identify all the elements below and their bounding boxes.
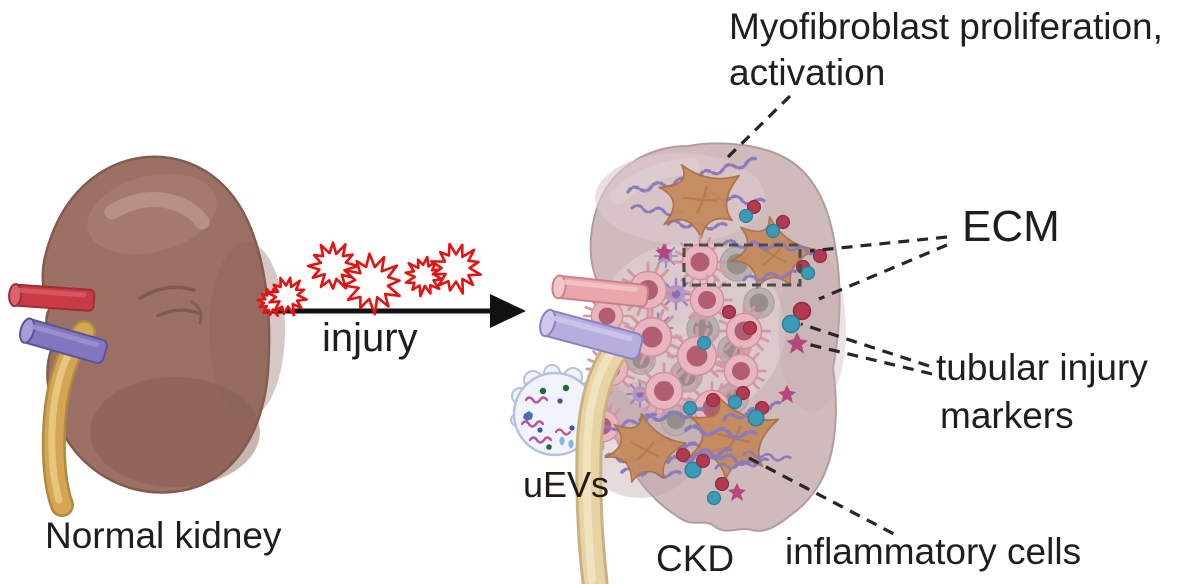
marker-dot-teal-icon [738, 208, 754, 224]
label-normal-kidney: Normal kidney [45, 515, 282, 556]
marker-dot-red-icon [675, 447, 691, 463]
kidney-crease-3 [190, 300, 203, 325]
label-ckd: CKD [656, 538, 735, 579]
uev-cargo-dot [569, 425, 575, 431]
uev-cargo-dot [537, 427, 543, 433]
ckd-renal-artery-icon [551, 274, 650, 308]
marker-dot-red-icon [742, 320, 758, 336]
uev-rna-squiggle [554, 428, 572, 436]
connector-myofibroblast [725, 94, 792, 160]
inflammatory-cell-icon [635, 362, 693, 420]
marker-dot-teal-icon [727, 394, 743, 410]
connector-ecm-1 [809, 235, 948, 253]
renal-artery-icon [8, 283, 96, 312]
kidney-crease-1 [138, 285, 196, 300]
ckd-mottle-dark-right [778, 248, 846, 412]
kidney-shade-right [209, 242, 285, 418]
marker-dot-red-icon [714, 476, 730, 492]
ckd-ureter-icon [575, 334, 632, 584]
label-myofibroblast-line1: Myofibroblast proliferation, [729, 6, 1163, 47]
label-ecm: ECM [962, 202, 1060, 251]
ckd-kidney-illustration [510, 142, 846, 584]
ckd-renal-vein-icon [539, 308, 644, 360]
marker-dot-teal-icon [706, 490, 722, 506]
label-myofibroblast: Myofibroblast proliferation, activation [729, 4, 1163, 97]
uev-cargo-dot [562, 384, 570, 392]
kidney-shade [90, 377, 260, 487]
label-injury: injury [322, 316, 418, 360]
marker-dot-red-icon [721, 304, 737, 320]
marker-dot-teal-icon [781, 314, 801, 334]
renal-vein-icon [19, 317, 108, 365]
connector-ecm-2 [818, 243, 948, 301]
uev-rna-squiggle [528, 436, 553, 444]
label-tubular-line2: markers [940, 395, 1074, 437]
connector-tubular-1 [800, 322, 930, 368]
marker-dot-teal-icon [747, 409, 765, 427]
dashed-connectors [725, 94, 948, 536]
kidney-highlight [104, 192, 210, 230]
roi-dashed-box [682, 243, 802, 287]
uev-cargo-dot [539, 387, 547, 395]
uev-protein-blob [523, 411, 533, 421]
normal-kidney-illustration [8, 155, 285, 517]
uev-cargo-dot [546, 444, 552, 450]
injury-transition [255, 237, 526, 328]
kidney-highlight-zone [87, 173, 217, 255]
label-uevs: uEVs [523, 464, 610, 505]
marker-dot-teal-icon [765, 223, 781, 239]
marker-dot-teal-icon [682, 400, 698, 416]
label-tubular-line1: tubular injury [936, 347, 1148, 388]
uev-cargo-dot [557, 398, 563, 404]
uev-droplet [568, 439, 574, 449]
uev-rna-squiggle [520, 420, 545, 428]
marker-dot-teal-icon [696, 335, 712, 351]
marker-dot-red-icon [705, 392, 721, 408]
uev-rna-squiggle [524, 396, 549, 404]
label-inflammatory-cells: inflammatory cells [785, 531, 1082, 572]
uev-droplet [559, 436, 565, 446]
label-tubular-injury-markers: tubular injury markers [936, 344, 1148, 440]
arrow-head-icon [490, 294, 526, 328]
kidney-crease-2 [156, 308, 200, 318]
connector-tubular-2 [806, 342, 933, 376]
marker-dot-red-icon [812, 248, 828, 264]
connector-inflammatory [748, 456, 895, 536]
marker-dot-teal-icon [800, 265, 816, 281]
label-myofibroblast-line2: activation [729, 52, 886, 94]
marker-dot-red-icon [695, 453, 711, 469]
injury-bursts [255, 237, 488, 323]
